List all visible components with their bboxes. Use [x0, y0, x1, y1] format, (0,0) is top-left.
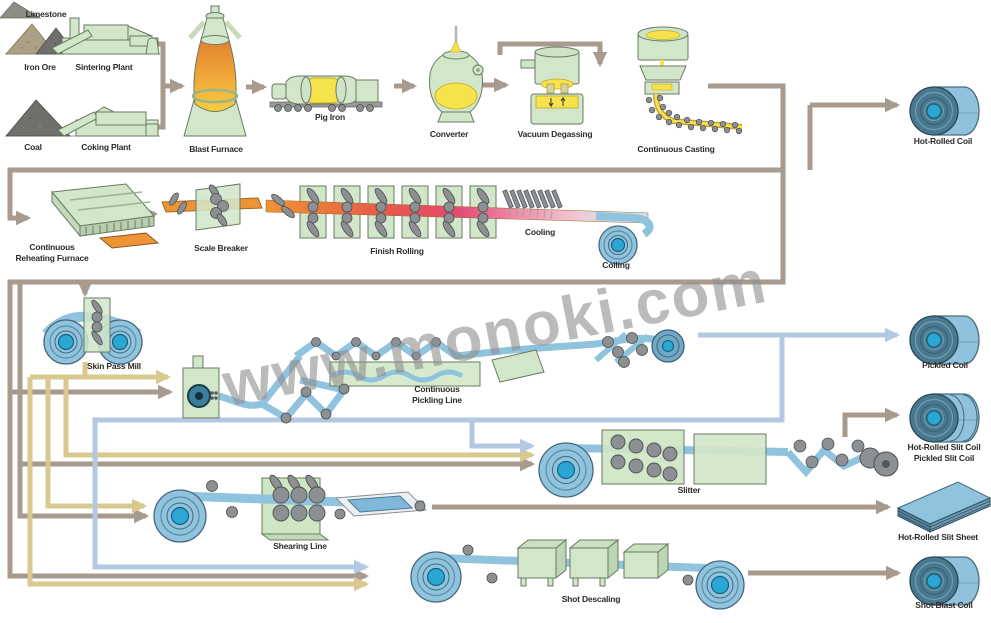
label-sintering-plant: Sintering Plant: [75, 62, 133, 72]
label-finish-rolling: Finish Rolling: [370, 246, 424, 256]
shot-blast-coil-illustration: [909, 556, 980, 606]
slitter-illustration: [538, 429, 899, 498]
shearing-line-illustration: [153, 474, 428, 543]
flow-lines-transfer: [27, 362, 536, 592]
shot-descaling-illustration: [410, 538, 745, 610]
flow-lines-pickled: [92, 327, 901, 575]
hot-rolled-slit-coil-illustration: [909, 393, 980, 443]
label-coiling: Coiling: [602, 260, 630, 270]
label-hr-slit-sheet: Hot-Rolled Slit Sheet: [898, 532, 978, 542]
scale-breaker-illustration: [161, 183, 263, 231]
vacuum-degassing-illustration: [520, 46, 584, 125]
pickled-coil-illustration: [909, 315, 980, 365]
label-hr-slit-coil-line2: Pickled Slit Coil: [913, 453, 975, 463]
label-coking-plant: Coking Plant: [81, 142, 131, 152]
label-cooling: Cooling: [524, 227, 556, 237]
cooling-illustration: [502, 189, 563, 220]
label-scale-breaker: Scale Breaker: [194, 243, 248, 253]
label-limestone: Limestone: [25, 9, 67, 19]
label-hr-slit-coil-line1: Hot-Rolled Slit Coil: [907, 442, 981, 452]
label-reheating-furnace-line2: Reheating Furnace: [15, 253, 89, 263]
converter-illustration: [429, 26, 484, 123]
hot-rolled-coil-illustration: [909, 86, 980, 136]
label-skin-pass-mill: Skin Pass Mill: [87, 361, 141, 371]
label-pickled-coil: Pickled Coil: [922, 360, 968, 370]
reheating-furnace-illustration: [51, 183, 160, 249]
skin-pass-mill-illustration: [42, 297, 143, 365]
label-shot-descaling: Shot Descaling: [561, 594, 621, 604]
label-vacuum-degassing: Vacuum Degassing: [517, 129, 593, 139]
label-reheating-furnace-line1: Continuous: [29, 242, 75, 252]
hot-rolled-slit-sheet-illustration: [896, 481, 991, 533]
label-coal: Coal: [24, 142, 42, 152]
coking-plant-illustration: [57, 106, 159, 137]
label-slitter: Slitter: [677, 485, 701, 495]
pickling-line-illustration: [182, 329, 685, 424]
label-pickling-line2: Pickling Line: [412, 395, 462, 405]
label-pig-iron: Pig Iron: [314, 112, 346, 122]
flow-lines-main: [7, 41, 902, 584]
label-shot-blast-coil: Shot Blast Coil: [915, 600, 973, 610]
pig-iron-car-illustration: [269, 75, 383, 112]
finish-rolling-illustration: [265, 185, 649, 239]
sintering-plant-illustration: [51, 17, 160, 55]
label-converter: Converter: [429, 129, 469, 139]
coiling-illustration: [595, 212, 654, 265]
label-shearing-line: Shearing Line: [273, 541, 327, 551]
label-pickling-line1: Continuous: [414, 384, 460, 394]
label-continuous-casting: Continuous Casting: [637, 144, 715, 154]
blast-furnace-illustration: [183, 5, 247, 137]
label-blast-furnace: Blast Furnace: [189, 144, 243, 154]
limestone-pile: [0, 1, 42, 19]
label-hot-rolled-coil: Hot-Rolled Coil: [913, 136, 973, 146]
continuous-casting-illustration: [637, 26, 743, 135]
label-iron-ore: Iron Ore: [24, 62, 56, 72]
